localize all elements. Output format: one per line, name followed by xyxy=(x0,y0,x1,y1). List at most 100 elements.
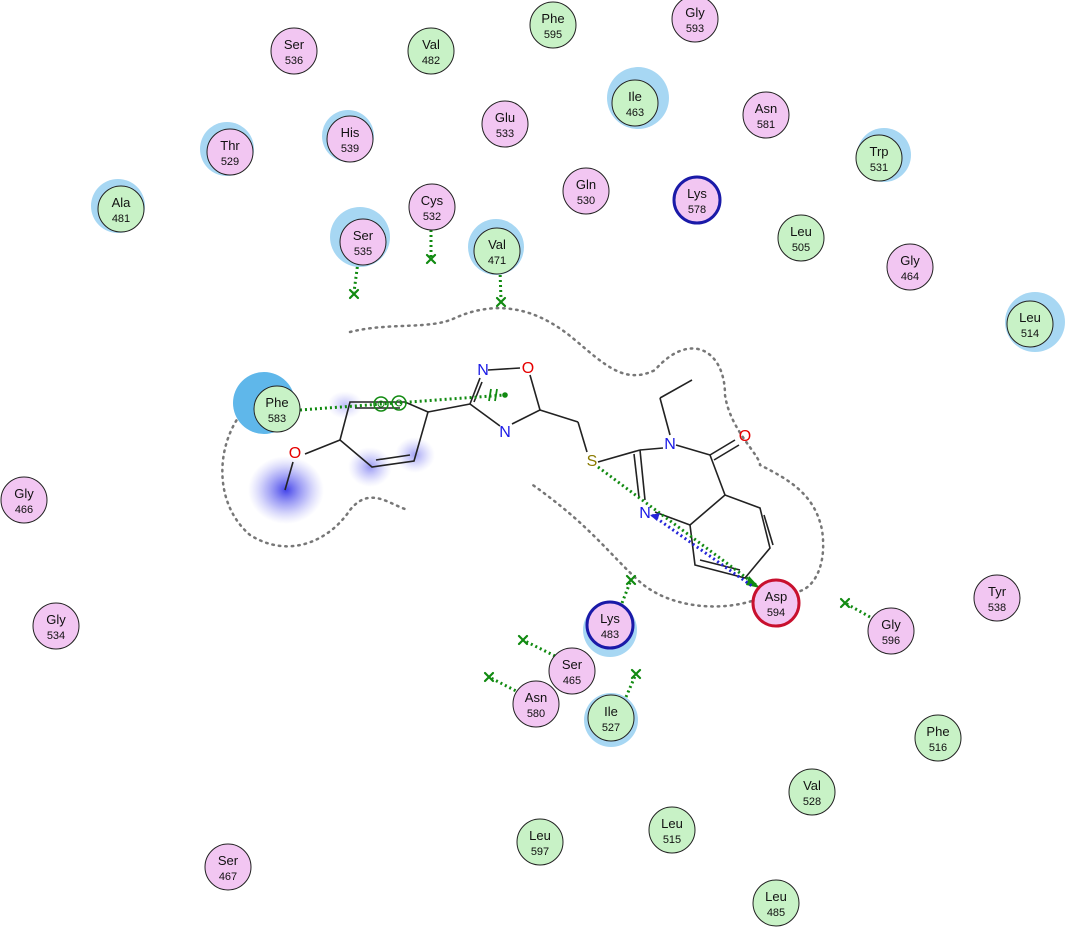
ligand-structure xyxy=(284,367,774,579)
residue-name: Leu xyxy=(1019,310,1041,325)
residue-name: Val xyxy=(422,37,440,52)
atom-n3: N xyxy=(664,436,676,453)
residue-circle xyxy=(611,79,659,127)
residue-number: 596 xyxy=(882,635,900,647)
atom-n4: N xyxy=(639,505,651,522)
residue-circle xyxy=(672,175,722,225)
residue-circle xyxy=(529,1,577,49)
binding-pocket-outline xyxy=(348,306,825,608)
residue-val-471: Val 471 xyxy=(468,219,524,275)
residue-leu-514: Leu 514 xyxy=(1005,292,1065,352)
residue-number: 580 xyxy=(527,708,545,720)
residue-leu-597: Leu 597 xyxy=(516,818,564,866)
residue-name: Val xyxy=(803,778,821,793)
residue-number: 467 xyxy=(219,871,237,883)
atom-n2: N xyxy=(499,424,511,441)
residue-number: 597 xyxy=(531,846,549,858)
residue-number: 529 xyxy=(221,156,239,168)
residue-circle xyxy=(548,647,596,695)
residue-asn-581: Asn 581 xyxy=(742,91,790,139)
residue-circle xyxy=(855,134,903,182)
atom-o-methoxy: O xyxy=(289,445,301,462)
residue-name: Lys xyxy=(600,611,620,626)
residue-circle xyxy=(585,600,635,650)
residue-name: Asp xyxy=(765,589,787,604)
residue-circle xyxy=(752,879,800,927)
solvent-exposure-lines xyxy=(352,230,871,698)
residue-number: 464 xyxy=(901,271,919,283)
residue-name: Phe xyxy=(926,724,949,739)
solvent-exposure-markers xyxy=(348,253,851,683)
residue-number: 481 xyxy=(112,213,130,225)
residue-circle xyxy=(788,768,836,816)
residue-name: Ile xyxy=(604,704,618,719)
residue-circle xyxy=(867,607,915,655)
residue-number: 527 xyxy=(602,722,620,734)
residue-circle xyxy=(973,574,1021,622)
residue-name: Leu xyxy=(765,889,787,904)
residue-circle xyxy=(648,806,696,854)
residue-number: 465 xyxy=(563,675,581,687)
residue-number: 463 xyxy=(626,107,644,119)
residue-circle xyxy=(914,714,962,762)
residue-circle xyxy=(562,167,610,215)
residue-number: 538 xyxy=(988,602,1006,614)
residue-name: Gln xyxy=(576,177,596,192)
residue-name: Ser xyxy=(218,853,239,868)
atom-n1: N xyxy=(477,362,489,379)
residue-name: Gly xyxy=(685,5,705,20)
residue-name: Ser xyxy=(353,228,374,243)
residue-val-482: Val 482 xyxy=(407,27,455,75)
residue-number: 471 xyxy=(488,255,506,267)
residue-circle xyxy=(512,680,560,728)
residue-name: Asn xyxy=(755,101,777,116)
sulfur-asp-interaction xyxy=(597,465,761,590)
residue-leu-485: Leu 485 xyxy=(752,879,800,927)
residue-name: Lys xyxy=(687,186,707,201)
pi-stacking-interaction xyxy=(299,388,508,412)
residue-circle xyxy=(742,91,790,139)
residue-name: Leu xyxy=(790,224,812,239)
hbond-n-asp xyxy=(650,513,753,588)
residue-circle xyxy=(32,602,80,650)
residue-circle xyxy=(270,27,318,75)
residue-number: 536 xyxy=(285,55,303,67)
residue-number: 532 xyxy=(423,211,441,223)
residue-circle xyxy=(339,218,387,266)
residue-name: Trp xyxy=(869,144,888,159)
residue-name: Asn xyxy=(525,690,547,705)
residue-name: Val xyxy=(488,237,506,252)
residue-thr-529: Thr 529 xyxy=(200,122,254,176)
residue-number: 485 xyxy=(767,907,785,919)
residue-name: Phe xyxy=(541,11,564,26)
residue-number: 515 xyxy=(663,834,681,846)
residue-number: 533 xyxy=(496,128,514,140)
residue-number: 514 xyxy=(1021,328,1039,340)
residue-name: Gly xyxy=(46,612,66,627)
atom-o-ring: O xyxy=(522,360,534,377)
residue-gly-596: Gly 596 xyxy=(867,607,915,655)
residue-ser-467: Ser 467 xyxy=(204,843,252,891)
residue-name: Ile xyxy=(628,89,642,104)
residue-name: Gly xyxy=(881,617,901,632)
residue-name: Thr xyxy=(220,138,240,153)
residue-number: 581 xyxy=(757,119,775,131)
residue-circle xyxy=(516,818,564,866)
residue-number: 482 xyxy=(422,55,440,67)
residue-ile-463: Ile 463 xyxy=(607,67,669,129)
residue-number: 539 xyxy=(341,143,359,155)
residue-name: Leu xyxy=(529,828,551,843)
residue-number: 593 xyxy=(686,23,704,35)
